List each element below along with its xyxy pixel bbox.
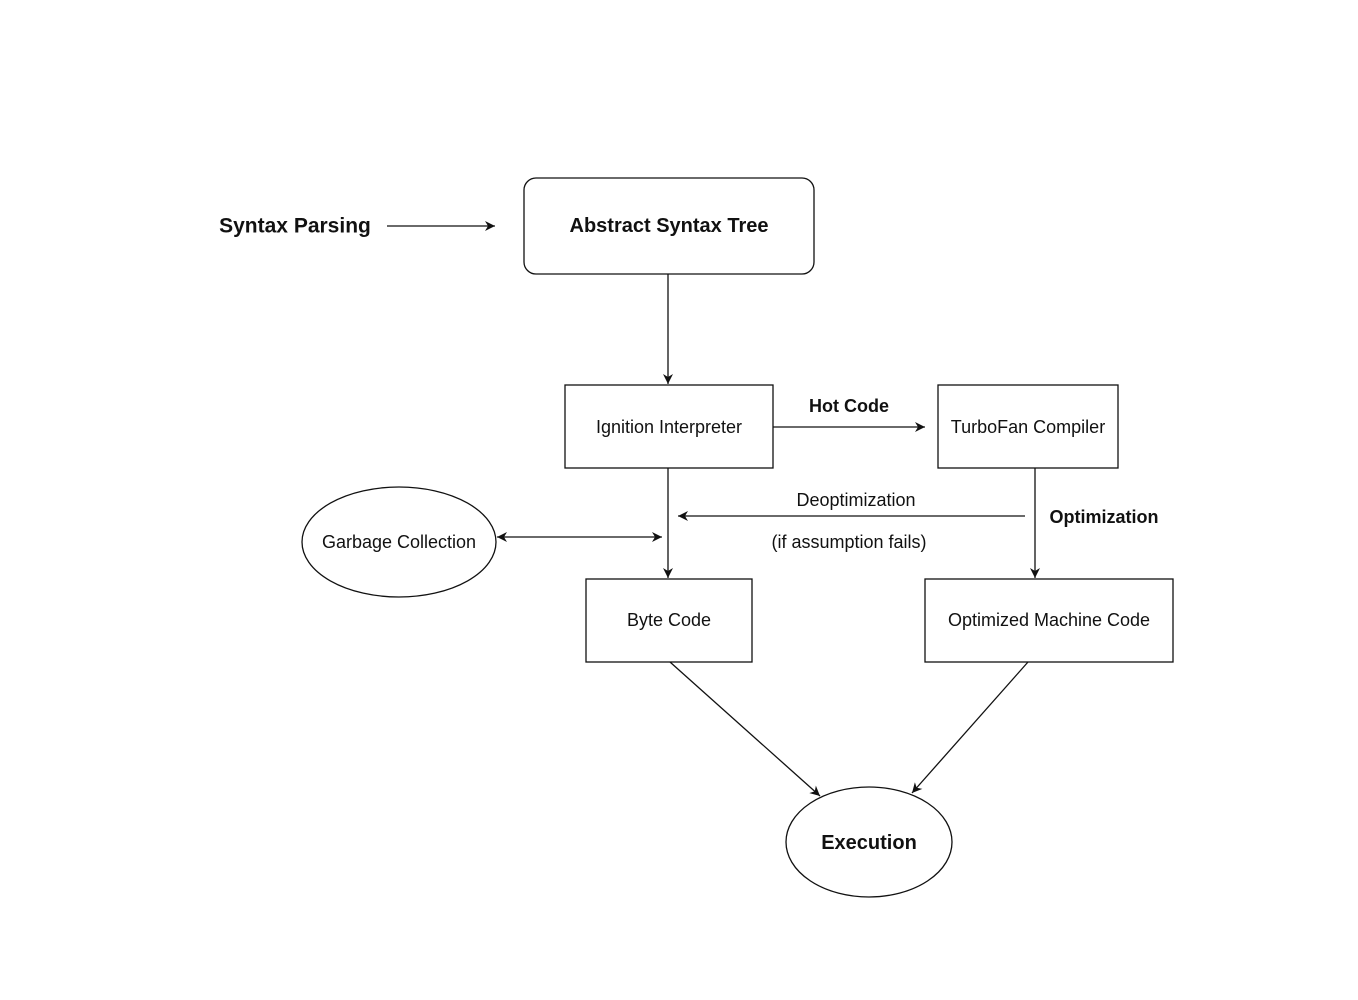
optimized-machine-code-node: Optimized Machine Code xyxy=(924,578,1174,663)
byte-code-label: Byte Code xyxy=(627,610,711,630)
execution-ellipse xyxy=(785,786,953,898)
ignition-box xyxy=(564,384,774,469)
turbofan-node: TurboFan Compiler xyxy=(937,384,1119,469)
arrow-bytecode-to-execution xyxy=(669,661,821,797)
syntax-parsing-label: Syntax Parsing xyxy=(219,215,371,238)
ignition-node: Ignition Interpreter xyxy=(564,384,774,469)
execution-label: Execution xyxy=(821,832,917,854)
garbage-collection-label: Garbage Collection xyxy=(322,532,476,552)
garbage-collection-node: Garbage Collection xyxy=(301,486,497,598)
optimization-label: Optimization xyxy=(1050,507,1159,527)
arrow-machinecode-to-execution xyxy=(911,661,1029,794)
byte-code-node: Byte Code xyxy=(585,578,753,663)
turbofan-label: TurboFan Compiler xyxy=(951,417,1105,437)
ignition-label: Ignition Interpreter xyxy=(596,417,742,437)
hot-code-label: Hot Code xyxy=(809,396,889,416)
deopt-condition-label: (if assumption fails) xyxy=(771,532,926,552)
garbage-collection-ellipse xyxy=(301,486,497,598)
ast-box xyxy=(523,177,815,275)
ast-node: Abstract Syntax Tree xyxy=(523,177,815,275)
optimized-machine-code-label: Optimized Machine Code xyxy=(948,610,1150,630)
optimized-machine-code-box xyxy=(924,578,1174,663)
execution-node: Execution xyxy=(785,786,953,898)
deoptimization-label: Deoptimization xyxy=(796,490,915,510)
ast-label: Abstract Syntax Tree xyxy=(570,215,769,237)
turbofan-box xyxy=(937,384,1119,469)
byte-code-box xyxy=(585,578,753,663)
